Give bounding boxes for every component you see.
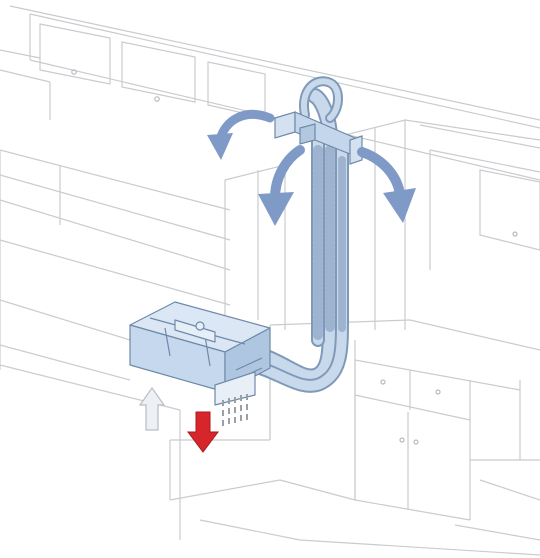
cold-air-in-arrow [138,386,166,431]
exhaust-out-arrow [187,411,219,453]
diesel-heater-unit [129,301,271,406]
cabinet-knobs [71,69,518,445]
warm-air-out-arrow-right [357,147,416,223]
van-interior-lines [0,5,540,556]
warm-air-out-arrow-center [258,145,305,226]
duct-outlet-manifold [274,111,363,165]
vent-grille [222,394,248,426]
hot-air-ducts [232,76,349,393]
warm-air-out-arrow-left [207,109,275,160]
